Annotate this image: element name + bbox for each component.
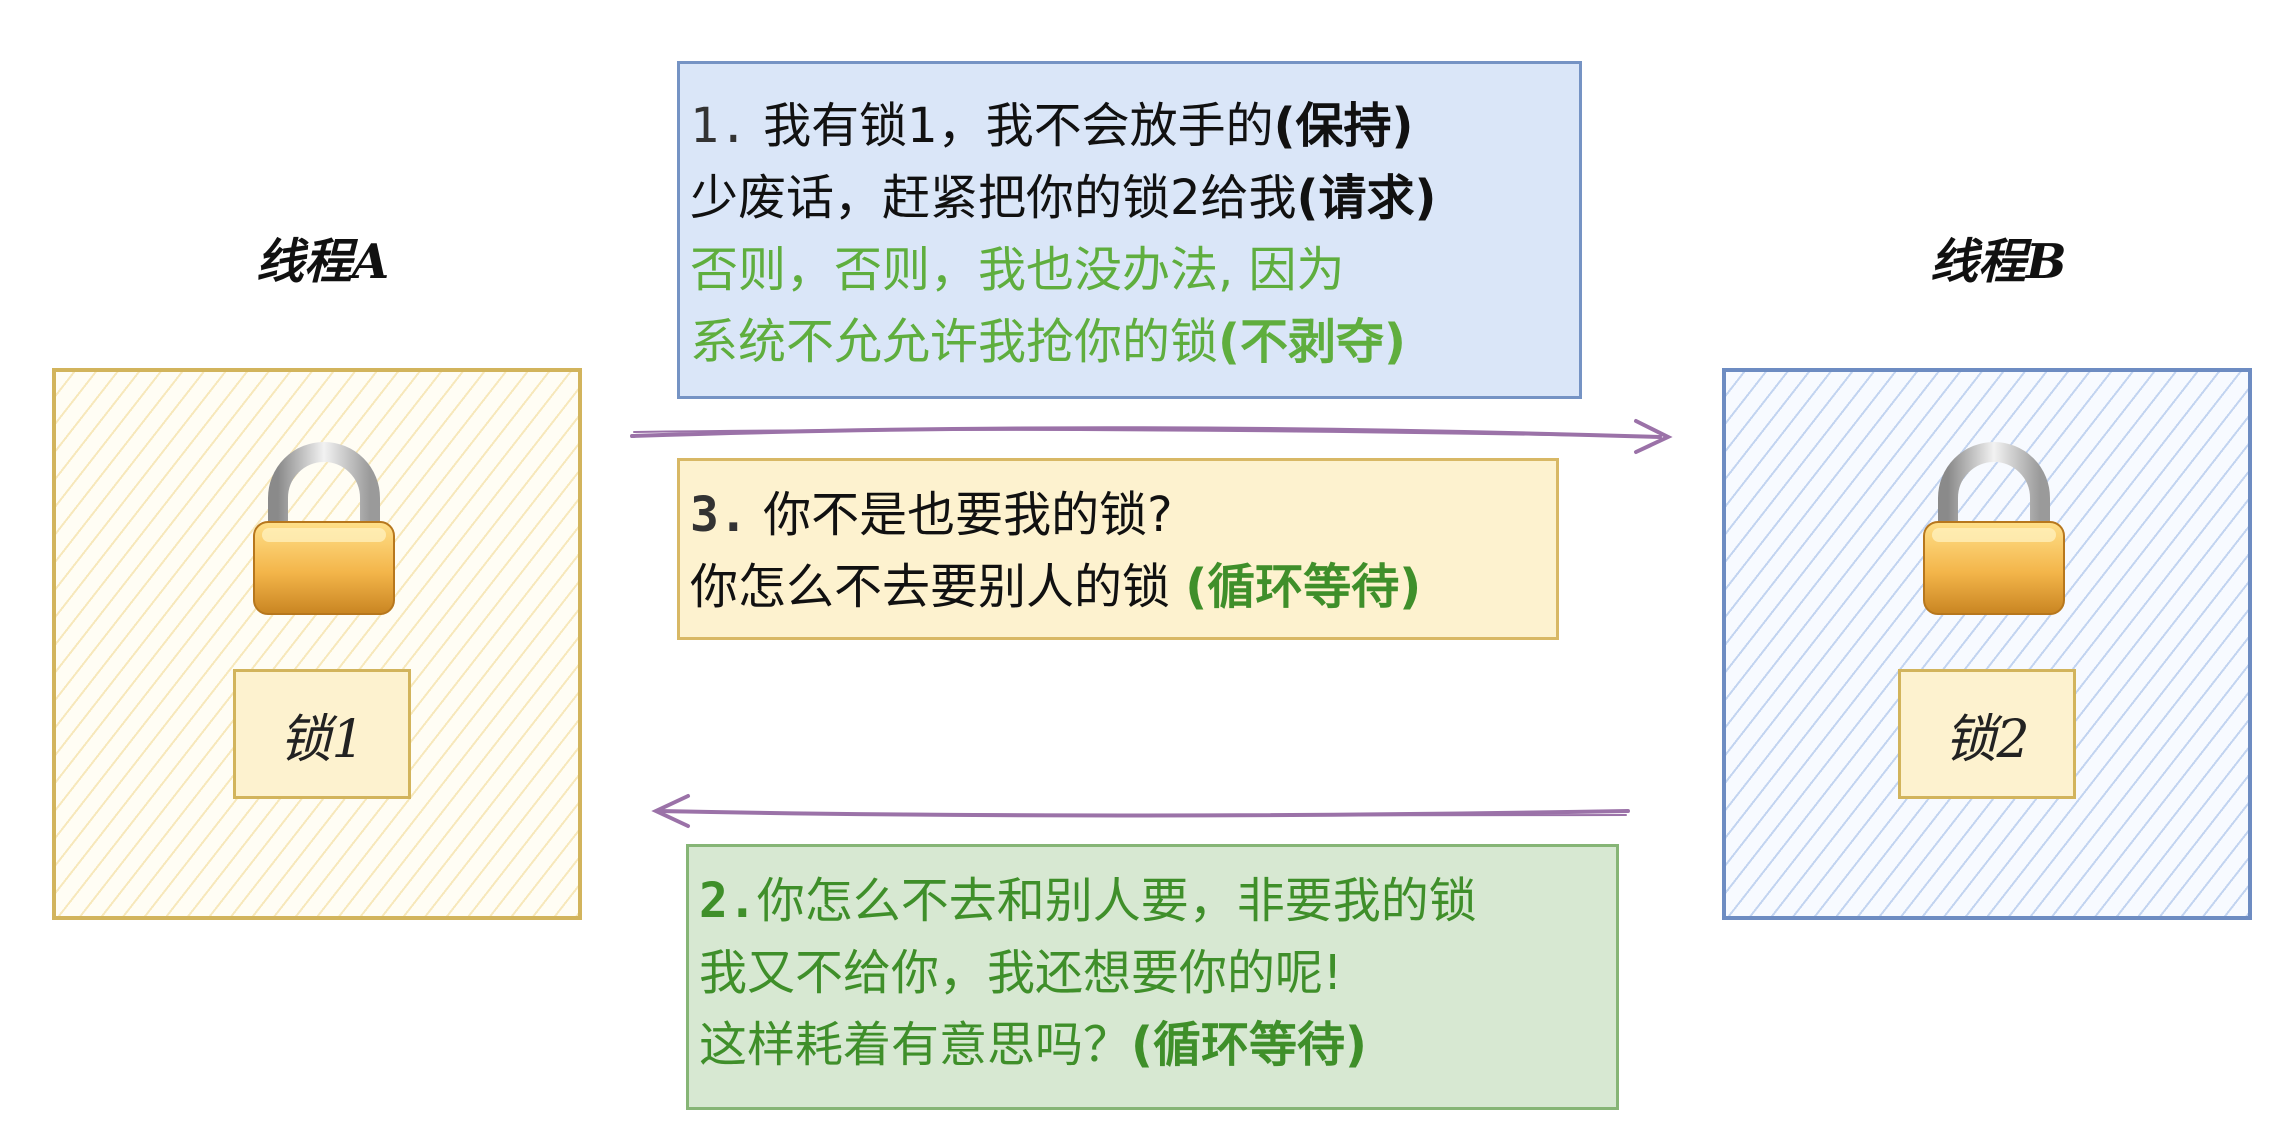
message-2-number: 2.	[699, 873, 757, 929]
message-1-line-4-tag: (不剥夺)	[1218, 314, 1406, 370]
message-2-line-3: 这样耗着有意思吗？(循环等待)	[699, 1009, 1616, 1081]
message-1-line-1-text: 我有锁1，我不会放手的	[763, 98, 1274, 154]
message-2-line-1: 2.你怎么不去和别人要，非要我的锁	[699, 865, 1616, 937]
message-1-line-2-tag: (请求)	[1296, 170, 1437, 226]
message-1-line-1: 1. 我有锁1，我不会放手的(保持)	[690, 90, 1579, 162]
lock-icon	[1923, 442, 2065, 615]
arrow-a-to-b	[630, 419, 1673, 454]
message-2-line-3-text: 这样耗着有意思吗？	[699, 1017, 1132, 1073]
message-3-number: 3.	[690, 487, 748, 543]
message-3-line-2-text: 你怎么不去要别人的锁	[690, 559, 1171, 615]
message-1-line-4-text: 系统不允允许我抢你的锁	[690, 314, 1219, 370]
message-3-line-2: 你怎么不去要别人的锁 (循环等待)	[690, 551, 1556, 623]
message-3-line-2-tag: (循环等待)	[1185, 559, 1422, 615]
message-1-line-3: 否则，否则，我也没办法, 因为	[690, 242, 1345, 298]
message-2-line-2: 我又不给你，我还想要你的呢!	[699, 945, 1343, 1001]
message-1-line-4: 系统不允允许我抢你的锁(不剥夺)	[690, 306, 1579, 378]
lock-1-label: 锁1	[233, 669, 411, 799]
thread-b-title: 线程B	[1930, 234, 2067, 290]
message-1-line-2: 少废话，赶紧把你的锁2给我(请求)	[690, 162, 1579, 234]
message-1-line-2-text: 少废话，赶紧把你的锁2给我	[690, 170, 1297, 226]
message-1-number: 1.	[690, 98, 748, 154]
lock-2-label: 锁2	[1898, 669, 2076, 799]
message-3-box: 3. 你不是也要我的锁? 你怎么不去要别人的锁 (循环等待)	[677, 458, 1559, 640]
message-3-line-1-text: 你不是也要我的锁?	[763, 487, 1173, 543]
message-2-line-3-tag: (循环等待)	[1131, 1017, 1367, 1073]
arrow-b-to-a	[651, 794, 1630, 828]
message-1-box: 1. 我有锁1，我不会放手的(保持) 少废话，赶紧把你的锁2给我(请求) 否则，…	[677, 61, 1582, 399]
message-2-box: 2.你怎么不去和别人要，非要我的锁 我又不给你，我还想要你的呢! 这样耗着有意思…	[686, 844, 1619, 1110]
thread-a-title: 线程A	[256, 234, 390, 290]
lock-icon	[253, 442, 395, 615]
message-2-line-1-text: 你怎么不去和别人要，非要我的锁	[756, 873, 1477, 929]
message-1-line-1-tag: (保持)	[1273, 98, 1414, 154]
message-3-line-1: 3. 你不是也要我的锁?	[690, 479, 1556, 551]
